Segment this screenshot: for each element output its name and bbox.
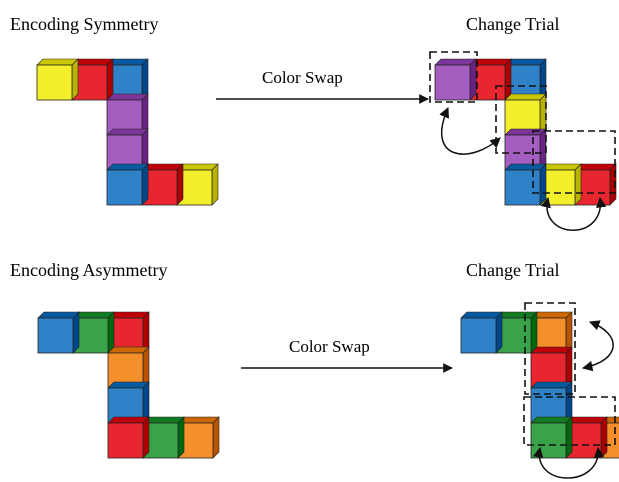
asymmetry-original-cube-6	[107, 416, 150, 459]
symmetry-original-cube-1	[36, 58, 79, 101]
asymmetry-swap-box-2	[523, 396, 616, 446]
asymmetry-swap-label: Color Swap	[289, 337, 370, 356]
asymmetry-swap-box-1	[524, 302, 576, 395]
asymmetry-change-cube-6	[530, 416, 573, 459]
asymmetry-original-cube-1	[37, 311, 80, 354]
symmetry-change-title: Change Trial	[466, 14, 560, 34]
symmetry-change-cube-6	[504, 163, 547, 206]
symmetry-swap-box-3	[532, 130, 616, 194]
symmetry-swap-box-1	[429, 51, 478, 103]
symmetry-swap-label: Color Swap	[262, 68, 343, 87]
symmetry-change-cube-1	[434, 58, 477, 101]
asymmetry-title: Encoding Asymmetry	[10, 260, 167, 280]
asymmetry-change-title: Change Trial	[466, 260, 560, 280]
symmetry-title: Encoding Symmetry	[10, 14, 158, 34]
asymmetry-original-chain	[37, 311, 220, 459]
asymmetry-swap-curve-1	[581, 320, 614, 372]
symmetry-panel: Encoding Symmetry Change Trial Color Swa…	[10, 14, 617, 231]
asymmetry-original-cube-2	[72, 311, 115, 354]
asymmetry-change-chain	[460, 311, 619, 459]
asymmetry-change-cube-1	[460, 311, 503, 354]
symmetry-change-chain	[434, 58, 617, 206]
symmetry-original-chain	[36, 58, 219, 206]
symmetry-original-cube-6	[106, 163, 149, 206]
symmetry-swap-curve-1	[439, 107, 501, 155]
symmetry-original-cube-2	[71, 58, 114, 101]
symmetry-swap-curve-2	[540, 196, 607, 231]
asymmetry-panel: Encoding Asymmetry Change Trial Color Sw…	[10, 260, 619, 479]
asymmetry-swap-curve-2	[533, 446, 605, 479]
